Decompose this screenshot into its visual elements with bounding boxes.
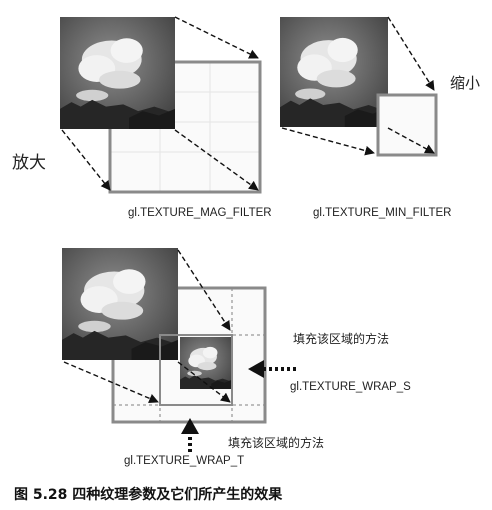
min-filter-label: gl.TEXTURE_MIN_FILTER: [313, 207, 452, 219]
wrap-small-frame: [159, 334, 233, 406]
wrap-illustration: [62, 248, 296, 452]
wrap-small-texture: [180, 337, 232, 389]
fill-method-t-label: 填充该区域的方法: [228, 436, 325, 450]
wrap-arrow-left: [63, 361, 159, 404]
mag-arrow-top: [174, 16, 259, 59]
wrap-arrow-right: [177, 361, 231, 403]
mag-filter-label: gl.TEXTURE_MAG_FILTER: [128, 207, 272, 219]
mag-source-texture: [60, 17, 175, 129]
min-arrow-right: [387, 127, 435, 154]
mag-filter-illustration: [60, 16, 262, 194]
wrap-t-pointer-head: [181, 418, 199, 434]
min-source-texture: [280, 17, 388, 127]
min-filter-illustration: [280, 16, 438, 157]
mag-arrow-bottom: [61, 129, 111, 191]
minify-label: 缩小: [450, 74, 481, 92]
fill-method-s-label: 填充该区域的方法: [293, 332, 390, 346]
magnify-label: 放大: [12, 153, 46, 173]
wrap-s-label: gl.TEXTURE_WRAP_S: [290, 381, 411, 393]
wrap-t-label: gl.TEXTURE_WRAP_T: [124, 455, 245, 467]
min-arrow-top: [387, 16, 435, 91]
mag-arrow-right: [174, 129, 259, 191]
wrap-s-pointer-head: [248, 360, 264, 378]
min-arrow-bottom: [281, 127, 375, 156]
min-output-frame: [376, 93, 438, 157]
figure-caption: 图 5.28 四种纹理参数及它们所产生的效果: [14, 487, 283, 503]
